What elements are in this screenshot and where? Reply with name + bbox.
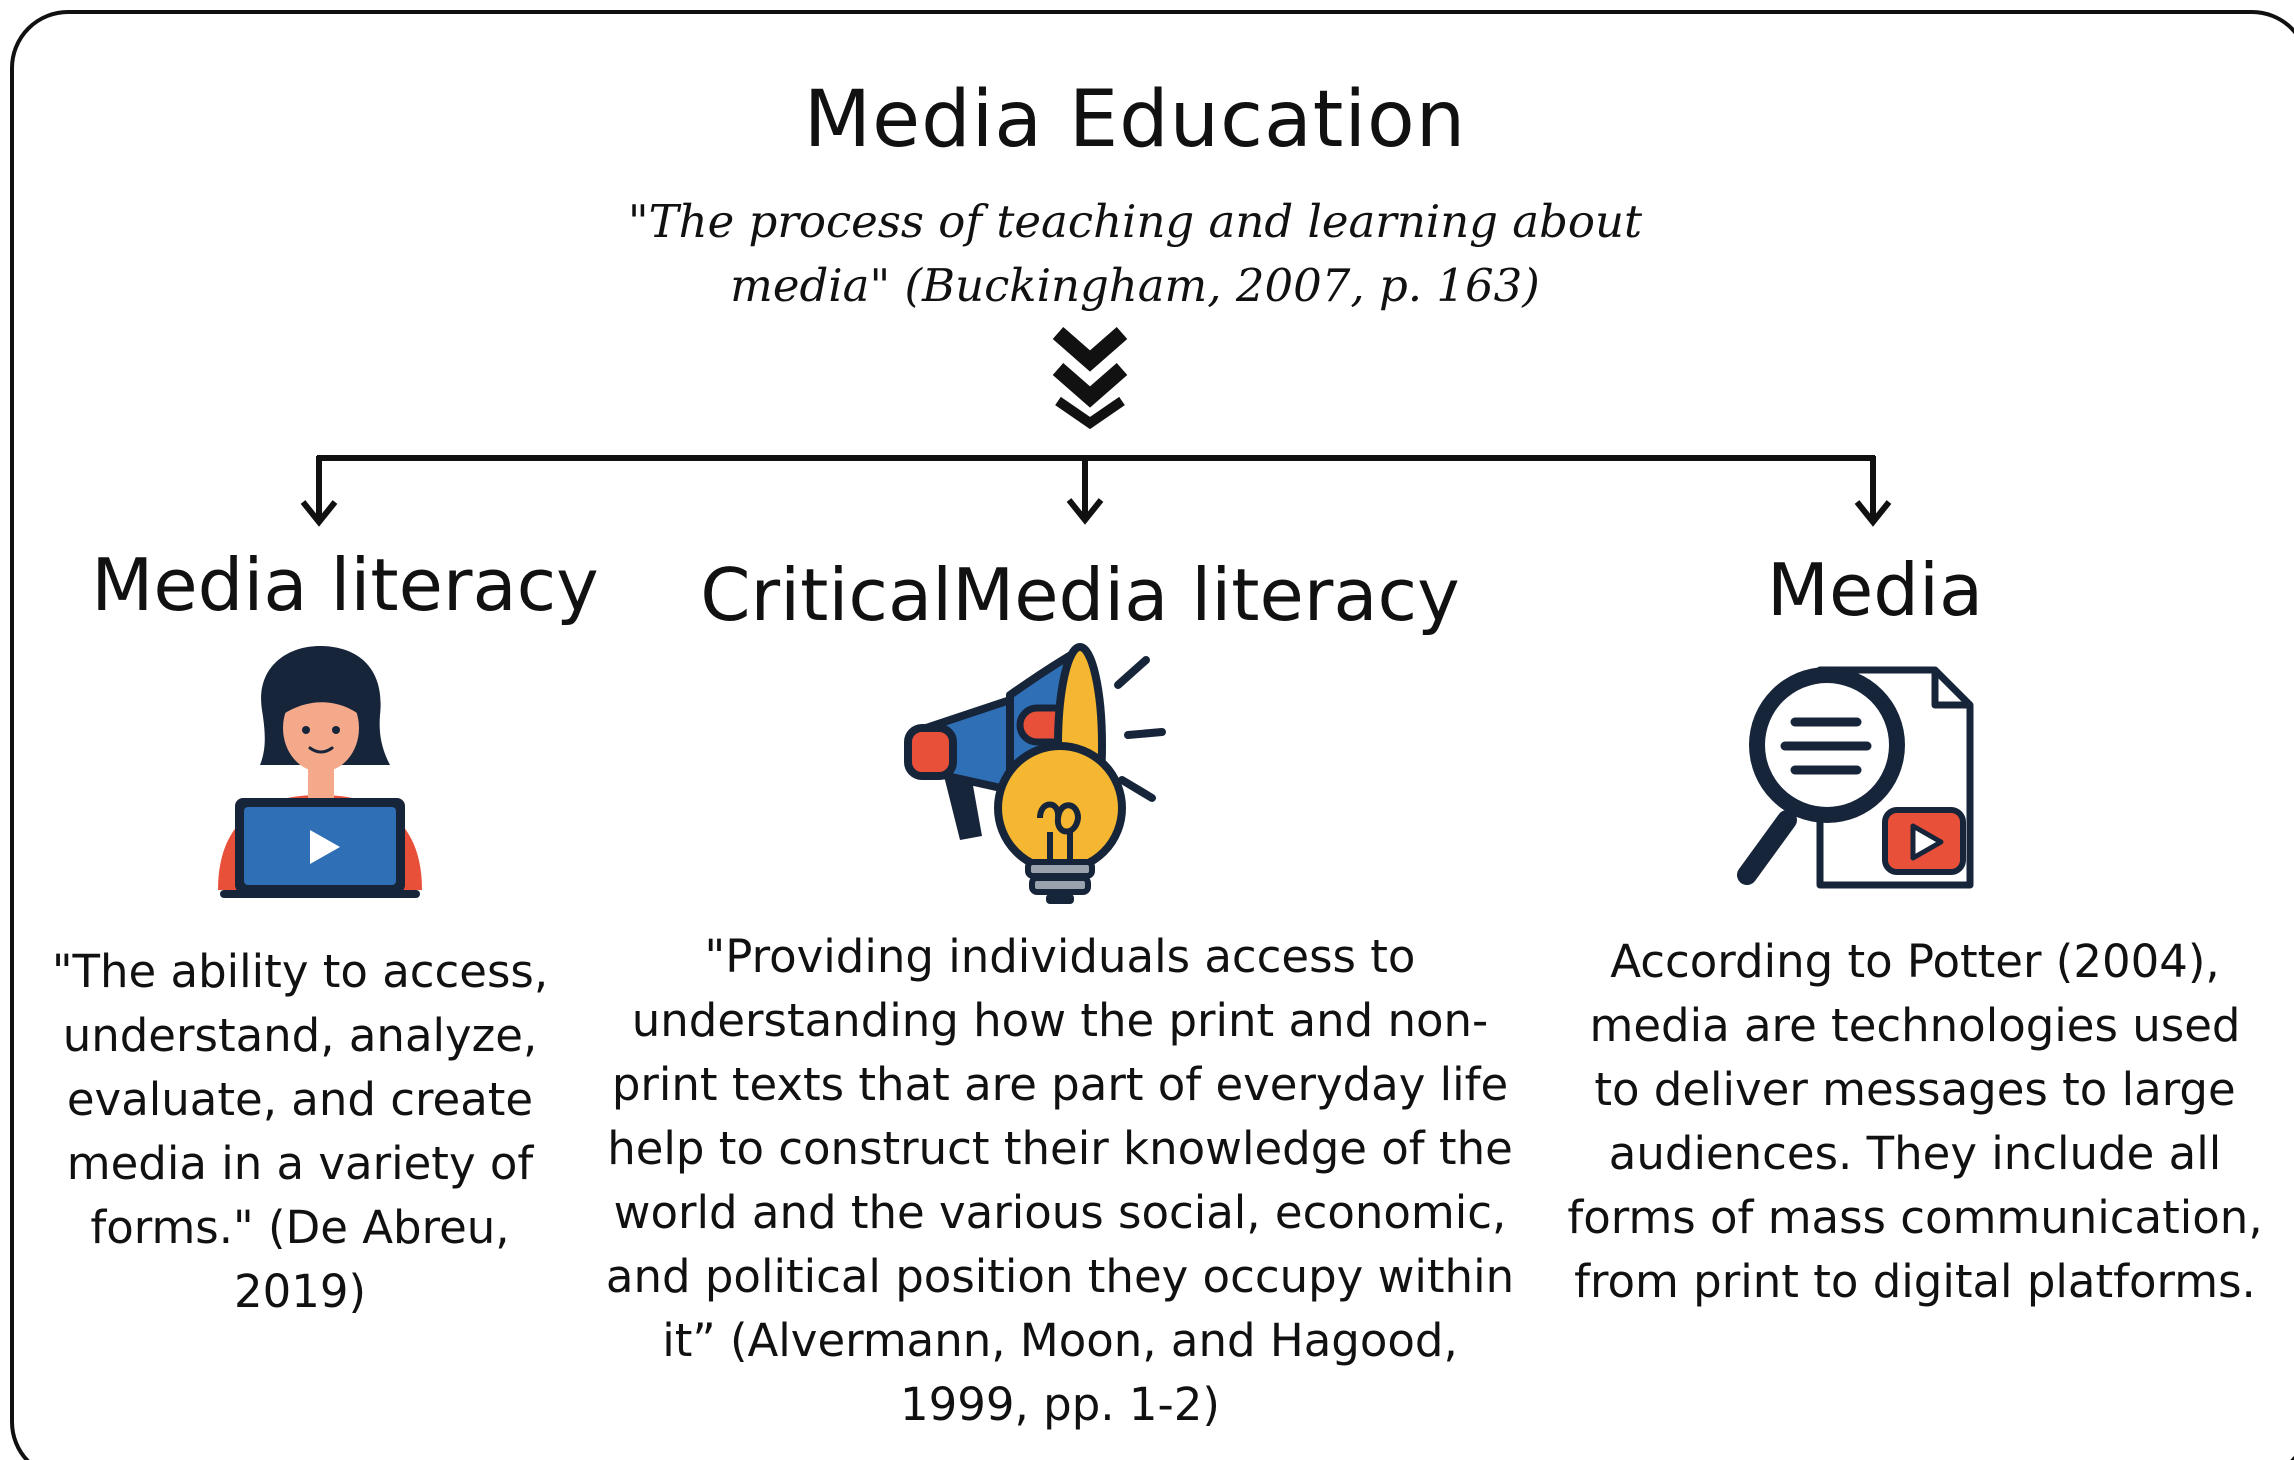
critical-media-literacy-definition: "Providing individuals access to underst… <box>605 930 1515 1431</box>
media-education-definition: "The process of teaching and learning ab… <box>627 195 1643 312</box>
diagram-title: Media Education <box>803 75 1467 165</box>
media-definition: According to Potter (2004), media are te… <box>1567 935 2263 1308</box>
heading-media: Media <box>1766 548 1984 632</box>
media-literacy-definition: "The ability to access, understand, anal… <box>51 945 549 1318</box>
diagram-frame <box>10 10 2294 1460</box>
heading-media-literacy: Media literacy <box>91 543 599 627</box>
person-with-laptop-icon <box>218 645 422 898</box>
magnifier-document-video-icon <box>1737 666 1974 889</box>
double-chevron-down-icon <box>1052 326 1128 430</box>
heading-critical-media-literacy: CriticalMedia literacy <box>700 553 1460 637</box>
megaphone-lightbulb-icon <box>904 643 1166 904</box>
